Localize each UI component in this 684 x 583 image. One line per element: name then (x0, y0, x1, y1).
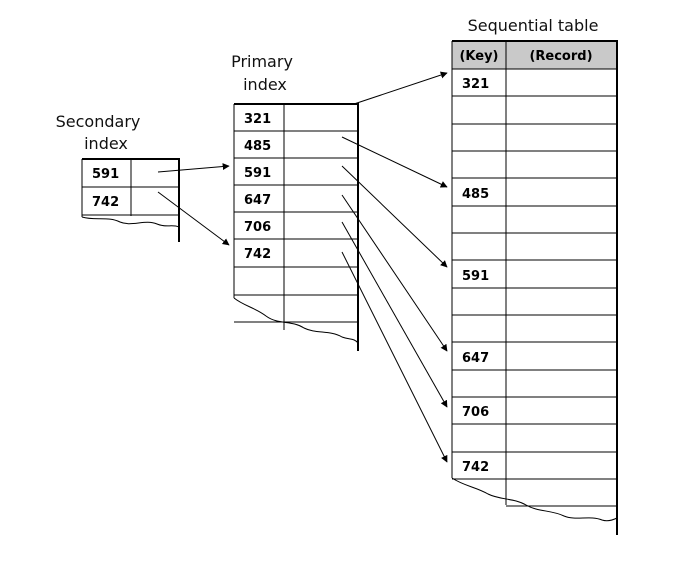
primary-key-1: 485 (244, 139, 271, 154)
sequential-table-header (452, 42, 617, 69)
sequential-table-grid: (Key) (Record) 321 485 591 647 706 742 (451, 40, 618, 535)
primary-index-title-line2: index (243, 75, 287, 94)
secondary-key-0: 591 (92, 167, 119, 182)
sequential-key-5: 742 (462, 460, 489, 475)
pointer-arrow-pri-647 (341, 194, 448, 352)
sequential-header-record: (Record) (529, 49, 592, 64)
primary-key-5: 742 (244, 247, 271, 262)
pointer-arrow-pri-485 (341, 136, 448, 188)
secondary-index: Secondary index 591 742 (56, 112, 180, 242)
primary-key-2: 591 (244, 166, 271, 181)
primary-index: Primary index 321 485 591 647 (231, 52, 359, 351)
primary-key-4: 706 (244, 220, 271, 235)
pointer-arrow-pri-742 (341, 251, 448, 463)
pointer-arrow-pri-321 (353, 71, 448, 105)
secondary-index-title-line1: Secondary (56, 112, 141, 131)
pointer-arrow-pri-706 (341, 221, 448, 408)
sequential-key-1: 485 (462, 187, 489, 202)
secondary-index-table: 591 742 (81, 158, 180, 242)
sequential-key-4: 706 (462, 405, 489, 420)
secondary-key-1: 742 (92, 195, 119, 210)
sequential-key-2: 591 (462, 269, 489, 284)
pointer-arrow-sec-742 (157, 191, 230, 246)
primary-key-3: 647 (244, 193, 271, 208)
sequential-key-3: 647 (462, 351, 489, 366)
pointer-arrow-pri-591 (341, 165, 448, 268)
pointer-arrows (157, 71, 448, 463)
sequential-key-0: 321 (462, 77, 489, 92)
sequential-table-title: Sequential table (468, 16, 599, 35)
secondary-index-title-line2: index (84, 134, 128, 153)
sequential-table: Sequential table (451, 16, 618, 535)
primary-index-title-line1: Primary (231, 52, 293, 71)
pointer-arrow-sec-591 (157, 163, 230, 173)
primary-key-0: 321 (244, 112, 271, 127)
sequential-header-key: (Key) (459, 49, 498, 64)
primary-index-table: 321 485 591 647 706 742 (233, 103, 359, 351)
